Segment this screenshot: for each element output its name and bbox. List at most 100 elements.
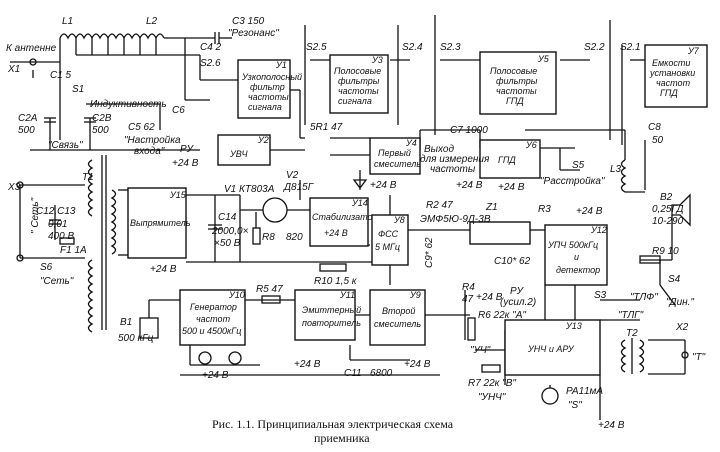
- block-y12: У12 УПЧ 500кГц и детектор: [544, 224, 608, 286]
- gpd-out-label-2: для измерения: [420, 154, 490, 165]
- block-y12-line-3: детектор: [556, 265, 600, 275]
- s25-label: S2.5: [306, 42, 327, 53]
- v24-label-8: +24 В: [294, 359, 321, 370]
- block-y5-line-3: частоты: [496, 86, 537, 96]
- c8-value: 50: [652, 135, 664, 146]
- block-y6-id: У6: [525, 140, 537, 150]
- c3-label: C3 150: [232, 16, 265, 27]
- c10-label: C10* 62: [494, 256, 531, 267]
- ru-usil-label-1: PУ: [510, 286, 525, 297]
- block-y13-id: У13: [565, 321, 582, 331]
- v2-type-label: Д815Г: [283, 182, 315, 193]
- block-y5: У5 Полосовые фильтры частоты ГПД: [479, 51, 557, 115]
- block-y9-line-2: смеситель: [374, 319, 421, 329]
- block-y1-id: У1: [275, 60, 287, 70]
- block-y15: У15 Выпрямитель: [127, 187, 191, 259]
- block-y11: У11 Эмиттерный повторитель: [294, 289, 361, 341]
- block-y8-id: У8: [393, 215, 405, 225]
- block-y5-id: У5: [537, 54, 550, 64]
- pa1-label: PA1: [566, 386, 584, 397]
- c6-label: C6: [172, 105, 185, 116]
- block-y11-line-2: повторитель: [302, 318, 361, 328]
- v2-label: V2: [286, 170, 299, 181]
- block-y14: У14 Стабилизатор +24 В: [309, 197, 378, 247]
- c2b-label: C2B: [92, 113, 112, 124]
- c2a-value: 500: [18, 125, 35, 136]
- block-y14-line-2: +24 В: [324, 228, 348, 238]
- v1-label: V1 КТ803А: [224, 184, 275, 195]
- c5-label: C5 62: [128, 122, 155, 133]
- block-y6-line-1: ГПД: [498, 155, 516, 165]
- uch-label-1: "УЧ": [470, 345, 491, 356]
- block-y6: У6 ГПД: [479, 139, 541, 179]
- z1-label: Z1: [485, 202, 498, 213]
- r4-value: 47: [462, 294, 474, 305]
- block-y15-line-1: Выпрямитель: [130, 218, 191, 228]
- block-y2-id: У2: [257, 135, 269, 145]
- block-y8-line-2: 5 МГц: [375, 242, 400, 252]
- inductance-label: Индуктивность: [90, 99, 167, 110]
- v24-label-5: +24 В: [498, 182, 525, 193]
- c14-value-2: ×50 В: [214, 238, 241, 249]
- detuning-label: "Расстройка": [540, 176, 605, 187]
- r2-label: R2 47: [426, 200, 453, 211]
- r1-label: 5R1 47: [310, 122, 343, 133]
- x3-label: X3: [7, 182, 21, 193]
- antenna-input-label: К антенне: [6, 43, 57, 54]
- b1-label: B1: [120, 317, 132, 328]
- c12-value-2: 400 В: [48, 231, 74, 242]
- block-y3-line-3: частоты: [338, 86, 379, 96]
- r4-label: R4: [462, 282, 475, 293]
- c11-label: C11: [344, 368, 362, 379]
- block-y1-line-3: частоты: [248, 92, 289, 102]
- block-y14-id: У14: [351, 198, 368, 208]
- tlg-label: "ТЛГ": [618, 310, 644, 321]
- r9-label: R9 10: [652, 246, 679, 257]
- c8-label: C8: [648, 122, 661, 133]
- block-y9: У9 Второй смеситель: [369, 289, 426, 346]
- block-y3-line-1: Полосовые: [334, 66, 381, 76]
- l2-label: L2: [146, 16, 158, 27]
- block-y1-line-2: фильтр: [250, 82, 285, 92]
- b2-value-2: 10-290: [652, 216, 684, 227]
- s21-label: S2.1: [620, 42, 641, 53]
- c12-label: C12,C13: [36, 206, 76, 217]
- s6-label: S6: [40, 262, 53, 273]
- s3-label: S3: [594, 290, 607, 301]
- v24-label-7: +24 В: [476, 292, 503, 303]
- c12-value-1: 0,01: [48, 219, 67, 230]
- block-y11-line-1: Эмиттерный: [302, 305, 361, 315]
- ru-usil-label-2: (усил.2): [500, 297, 536, 308]
- block-y10-line-2: частот: [196, 314, 231, 324]
- s5-label: S5: [572, 160, 585, 171]
- gpd-out-label-1: Выход: [424, 144, 454, 155]
- v24-label-6: +24 В: [576, 206, 603, 217]
- block-y7: У7 Емкости установки частот ГПД: [644, 44, 708, 108]
- ru-label: PУ: [180, 144, 195, 155]
- block-y2: У2 УВЧ: [217, 134, 271, 166]
- block-y7-line-3: частот: [656, 78, 691, 88]
- c4-label: C4 2: [200, 42, 222, 53]
- s22-label: S2.2: [584, 42, 605, 53]
- block-y9-id: У9: [409, 290, 421, 300]
- b1-value: 500 кГц: [118, 333, 154, 344]
- s-label: "S": [568, 400, 582, 411]
- r8-value: 820: [286, 232, 303, 243]
- caption-line-2: приемника: [314, 431, 370, 445]
- s26-label: S2.6: [200, 58, 221, 69]
- s24-label: S2.4: [402, 42, 423, 53]
- block-y12-line-1: УПЧ 500кГц: [547, 240, 598, 250]
- t2-label: T2: [626, 328, 638, 339]
- v24-label-9: +24 В: [404, 359, 431, 370]
- resonance-label: "Резонанс": [228, 28, 279, 39]
- r5-label: R5 47: [256, 284, 283, 295]
- block-y9-line-1: Второй: [382, 306, 415, 316]
- l1-label: L1: [62, 16, 73, 27]
- block-y1-line-4: сигнала: [248, 102, 282, 112]
- c11-value: 6800: [370, 368, 393, 379]
- input-tuning-label-1: "Настройка: [124, 135, 181, 146]
- block-y10: У10 Генератор частот 500 и 4500кГц: [179, 289, 246, 346]
- x2-label: X2: [675, 322, 689, 333]
- block-y7-line-2: установки: [649, 68, 695, 78]
